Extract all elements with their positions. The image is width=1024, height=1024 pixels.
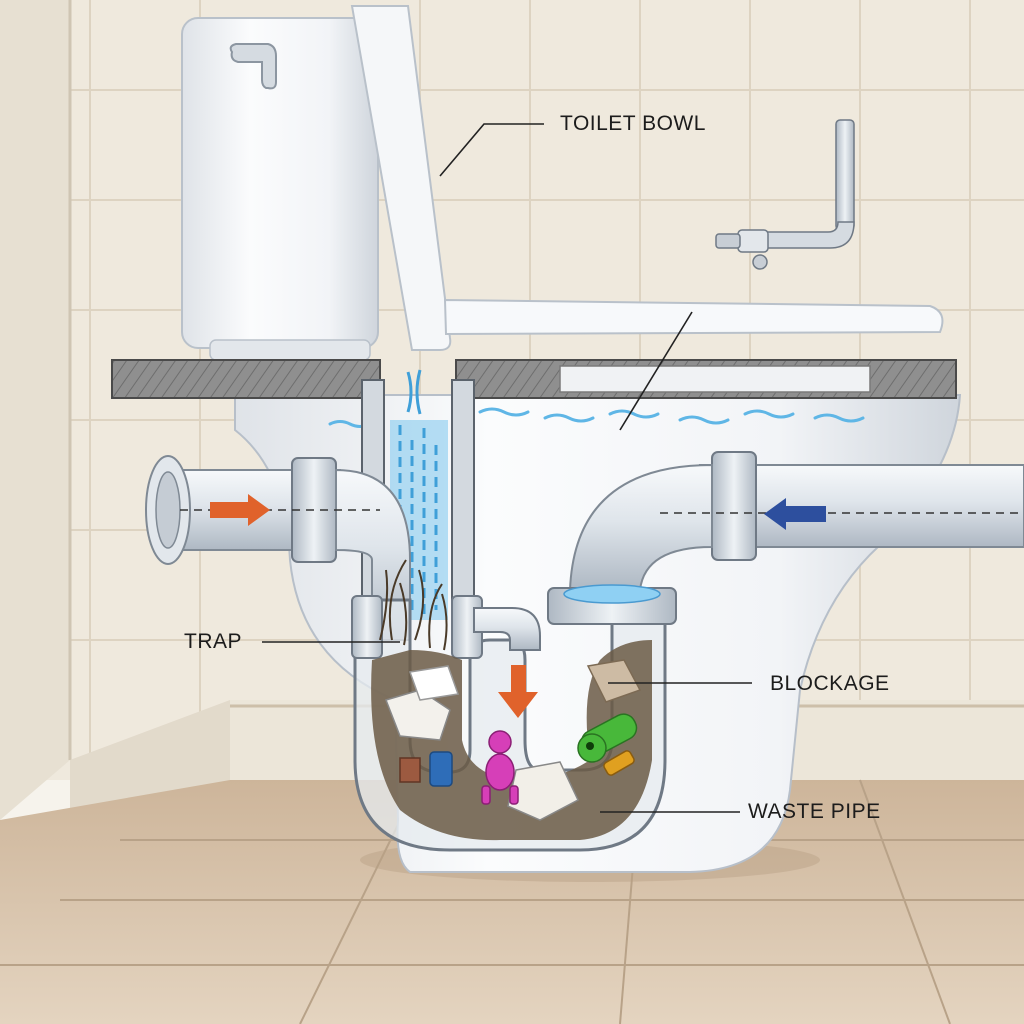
callout-leader-lines — [262, 123, 752, 813]
label-blockage: BLOCKAGE — [770, 672, 890, 695]
arrow-down-icon — [498, 665, 538, 718]
leader-toilet-bowl — [439, 123, 544, 177]
leader-seat — [619, 311, 693, 431]
arrow-right-icon — [210, 494, 270, 526]
water-supply-valve — [715, 119, 855, 270]
toilet-lid — [350, 5, 452, 351]
toilet-seat — [443, 298, 944, 336]
flush-handle-icon — [229, 43, 277, 90]
toilet-tank — [181, 17, 379, 349]
label-toilet-bowl: TOILET BOWL — [560, 112, 706, 135]
label-trap: TRAP — [184, 630, 243, 653]
floor-slab-section — [111, 359, 957, 399]
debris-pink-toy — [481, 730, 519, 805]
label-waste-pipe: WASTE PIPE — [748, 800, 881, 823]
arrow-left-icon — [764, 498, 826, 530]
right-inlet-pipe — [568, 451, 1024, 591]
blockage-debris — [371, 559, 652, 841]
debris-green-toy — [577, 713, 638, 776]
